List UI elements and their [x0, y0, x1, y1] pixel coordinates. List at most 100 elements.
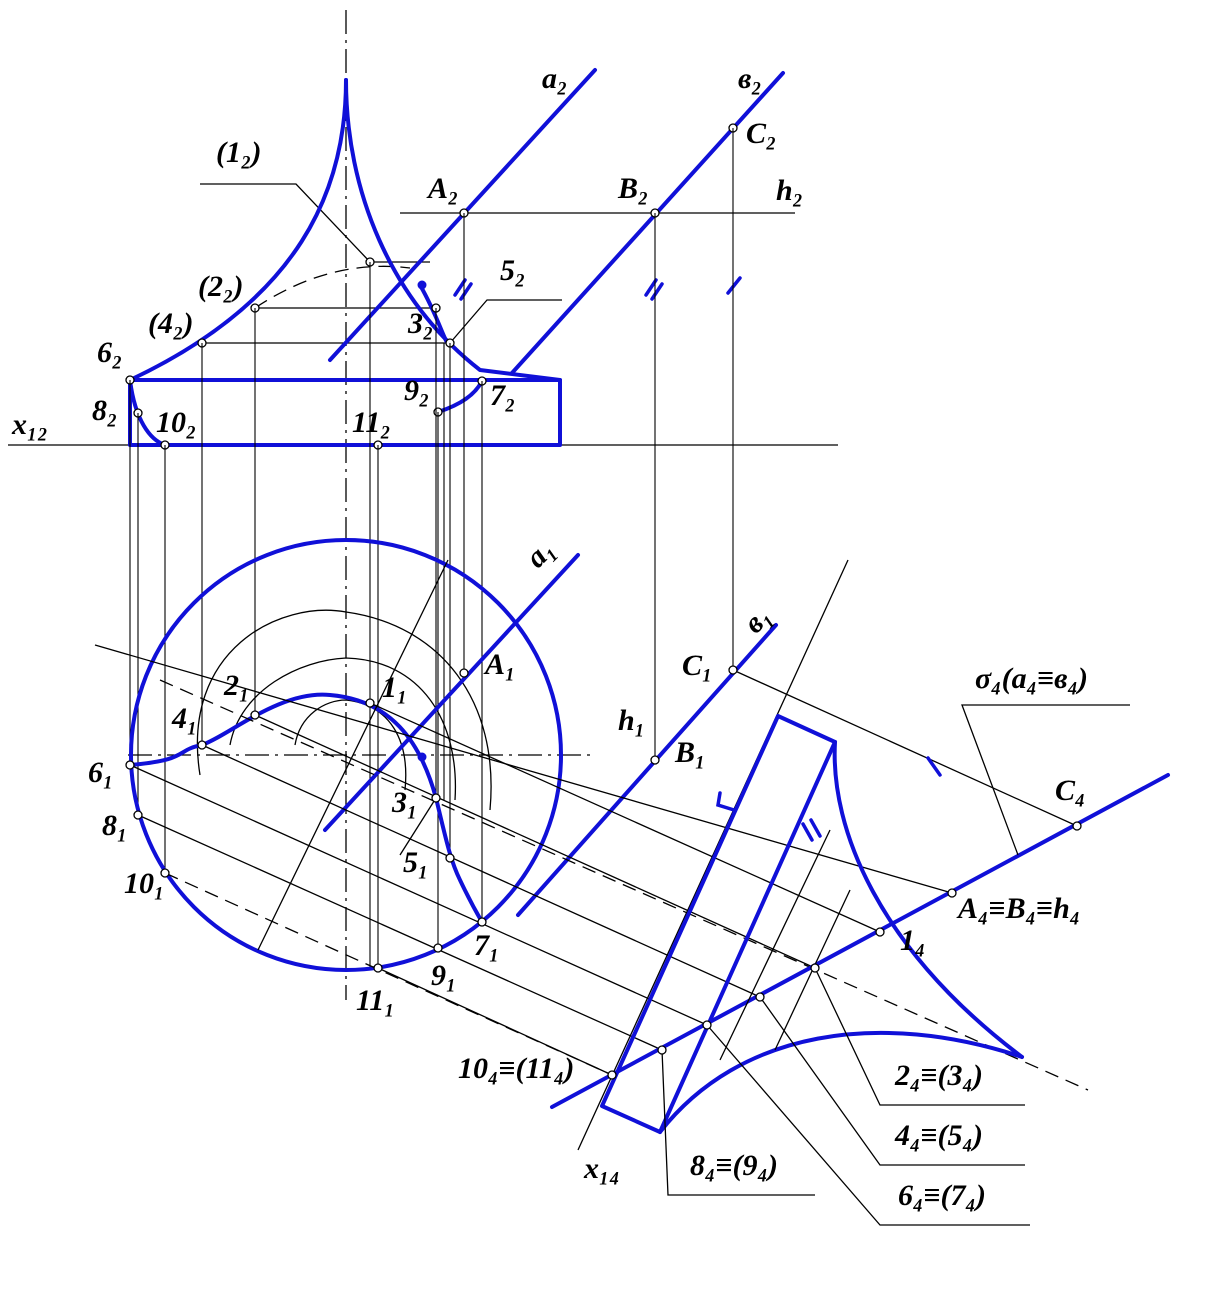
point-B1 [650, 755, 660, 765]
tick-a2-1 [453, 278, 467, 297]
point-6-1 [125, 760, 135, 770]
label-10-2: 10₂ [156, 406, 196, 439]
label-x12: x₁₂ [11, 408, 48, 441]
tick-b2-1 [644, 278, 658, 297]
leader-6-4 [706, 1024, 1030, 1226]
point-9-1 [433, 943, 443, 953]
label-4-2: (4₂) [148, 307, 193, 340]
label-9-1: 9₁ [431, 959, 456, 992]
tick-a2-2 [459, 282, 473, 301]
label-10-4: 10₄≡(11₄) [458, 1052, 574, 1085]
hidden-line-1 [164, 872, 613, 1076]
leader-sigma4 [961, 704, 1130, 856]
construction-oblique-a [257, 559, 449, 951]
label-4-4: 4₄≡(5₄) [894, 1119, 983, 1152]
label-A2: A₂ [426, 172, 458, 205]
label-11-1: 11₁ [356, 984, 395, 1017]
aux-curve-upper [832, 740, 1024, 1059]
hidden-line-2 [159, 679, 1089, 1091]
label-b2: в₂ [738, 62, 762, 95]
label-2-1: 2₁ [223, 669, 249, 702]
point-8-1 [133, 810, 143, 820]
auxiliary-view [550, 559, 1170, 1226]
label-7-1: 7₁ [474, 929, 499, 962]
point-11-1 [373, 963, 383, 973]
point-C4 [1072, 821, 1082, 831]
construction-arc-small [294, 699, 407, 791]
label-A4B4h4: A₄≡B₄≡h₄ [956, 892, 1080, 925]
leader-5-2 [449, 299, 562, 344]
label-6-2: 6₂ [97, 336, 122, 369]
construction-oblique-b [399, 797, 437, 856]
tick-sigma [926, 756, 942, 777]
right-angle-mark [716, 791, 736, 812]
label-h1: h₁ [618, 704, 645, 737]
point-7-1 [477, 917, 487, 927]
point-3-1 [431, 793, 441, 803]
point-C1 [728, 665, 738, 675]
point-4-4 [755, 992, 765, 1002]
label-2-4: 2₄≡(3₄) [894, 1059, 983, 1092]
label-9-2: 9₂ [404, 374, 429, 407]
section-curve-lower [128, 378, 167, 447]
section-curve-top [128, 692, 484, 924]
point-A1 [459, 668, 469, 678]
line-a1 [323, 553, 580, 832]
label-B1: B₁ [674, 736, 705, 769]
label-5-1: 5₁ [403, 846, 428, 879]
label-sigma4: σ₄(a₄≡в₄) [975, 662, 1088, 695]
point-2-1 [250, 710, 260, 720]
label-B2: B₂ [617, 172, 648, 205]
leader-1-2 [200, 183, 371, 263]
cusp-left-curve [128, 78, 348, 382]
point-1-4 [875, 927, 885, 937]
cusp-right-curve [344, 78, 562, 382]
label-C4: C₄ [1055, 774, 1085, 807]
point-A4 [947, 888, 957, 898]
label-6-4: 6₄≡(7₄) [898, 1179, 986, 1212]
construction-arc-large [196, 609, 492, 811]
point-8-4 [657, 1045, 667, 1055]
label-7-2: 7₂ [490, 379, 515, 412]
point-2-4 [810, 963, 820, 973]
label-1-4: 1₄ [900, 924, 925, 957]
label-1-1: 1₁ [382, 671, 407, 704]
projection-lines [129, 128, 734, 968]
label-3-1: 3₁ [391, 786, 417, 819]
point-10-1 [160, 868, 170, 878]
top-view [94, 538, 1089, 1091]
label-A1: A₁ [483, 648, 515, 681]
label-b1: в₁ [737, 599, 777, 639]
leader-8-4 [661, 1049, 815, 1196]
label-1-2: (1₂) [216, 136, 261, 169]
aux-curve-lower [658, 1030, 1024, 1134]
aux-construction-1 [719, 829, 831, 1061]
label-8-2: 8₂ [92, 394, 117, 427]
tick-b2-2 [650, 282, 664, 301]
front-view [8, 10, 838, 1000]
point-tangent-top [417, 752, 427, 762]
label-4-1: 4₁ [171, 702, 197, 735]
label-h2: h₂ [776, 174, 803, 207]
construction-arc-mid [229, 657, 457, 801]
axis-x14-line [577, 559, 849, 1151]
base-circle-top [129, 538, 563, 972]
tick-aux-1 [801, 822, 814, 842]
point-tangent-front [417, 280, 427, 290]
label-11-2: 11₂ [352, 406, 391, 439]
label-C1: C₁ [682, 649, 712, 682]
label-a1: a₁ [520, 533, 561, 574]
line-b2 [510, 71, 785, 375]
section-curve-lower-right [436, 379, 484, 414]
label-10-1: 10₁ [124, 867, 164, 900]
label-2-2: (2₂) [198, 270, 243, 303]
label-x14: x₁₄ [583, 1152, 620, 1185]
trace-sigma4 [550, 773, 1170, 1109]
label-5-2: 5₂ [500, 254, 525, 287]
label-C2: C₂ [746, 117, 776, 150]
point-10-4 [607, 1070, 617, 1080]
labels: a₂ в₂ C₂ (1₂) A₂ B₂ h₂ (2₂) 5₂ (4₂) 3₂ 6… [11, 62, 1088, 1212]
tick-c2 [726, 276, 742, 295]
label-3-2: 3₂ [407, 307, 433, 340]
